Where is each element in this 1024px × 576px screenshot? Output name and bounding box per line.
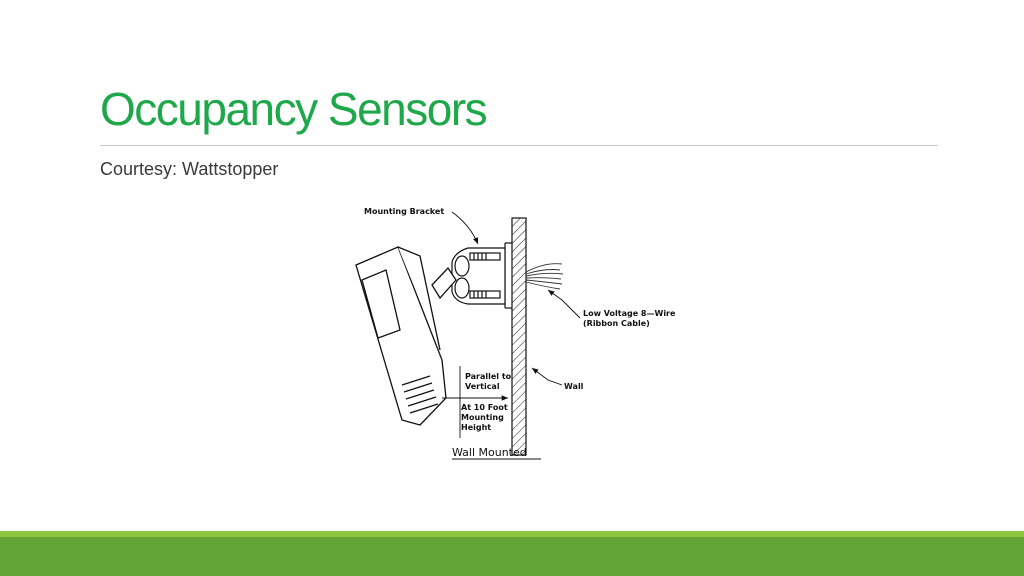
mounting-bracket-shape — [451, 247, 506, 305]
label-parallel-line1: Parallel to — [465, 372, 512, 381]
sensor-body-shape — [355, 246, 457, 426]
ribbon-cable-wires — [525, 263, 564, 290]
label-height-line2: Mounting — [461, 413, 504, 422]
footer-band — [0, 537, 1024, 576]
wall-mount-diagram: Mounting Bracket Low Voltage 8—Wire (Rib… — [355, 207, 676, 460]
label-height-line1: At 10 Foot — [461, 403, 508, 412]
slide-subtitle: Courtesy: Wattstopper — [100, 159, 279, 179]
diagram-caption: Wall Mounted — [452, 446, 527, 459]
slide-title: Occupancy Sensors — [100, 83, 488, 135]
leader-lines — [442, 211, 581, 438]
label-low-voltage-line1: Low Voltage 8—Wire — [583, 309, 676, 318]
title-divider — [100, 145, 938, 146]
label-parallel-line2: Vertical — [465, 382, 500, 391]
label-height-line3: Height — [461, 423, 491, 432]
footer-accent-stripe — [0, 531, 1024, 537]
label-wall: Wall — [564, 382, 584, 391]
label-low-voltage-line2: (Ribbon Cable) — [583, 319, 650, 328]
label-mounting-bracket: Mounting Bracket — [364, 207, 444, 216]
wall-shape — [504, 217, 527, 456]
